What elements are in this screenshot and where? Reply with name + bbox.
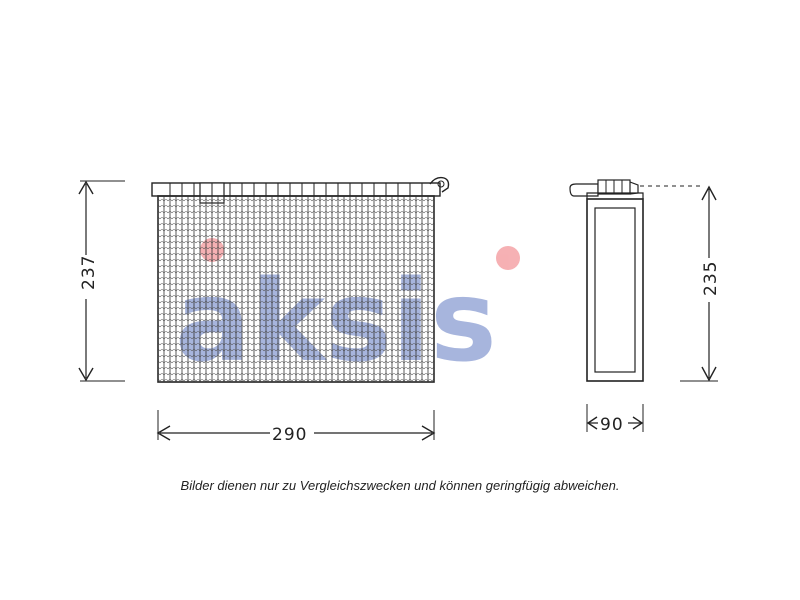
core-tubes bbox=[157, 196, 435, 382]
label-height-front: 237 bbox=[79, 255, 99, 290]
dimension-height-front: 237 bbox=[76, 180, 125, 382]
label-width-front: 290 bbox=[272, 425, 307, 445]
side-body bbox=[586, 198, 644, 382]
label-depth-side: 90 bbox=[600, 415, 624, 435]
watermark-red-dot-2 bbox=[496, 246, 520, 270]
dimension-width-front: 290 bbox=[156, 410, 436, 445]
disclaimer-caption: Bilder dienen nur zu Vergleichszwecken u… bbox=[180, 478, 620, 493]
label-height-side: 235 bbox=[701, 261, 721, 296]
side-fitting bbox=[569, 183, 599, 197]
dimension-height-side: 235 bbox=[680, 185, 721, 382]
dimension-depth-side: 90 bbox=[586, 404, 644, 435]
side-view: 235 90 bbox=[569, 179, 721, 435]
pipe-fitting-right bbox=[429, 176, 450, 193]
front-view: 237 290 bbox=[76, 176, 450, 445]
side-inner-frame bbox=[594, 207, 636, 373]
header-tank bbox=[151, 182, 441, 197]
